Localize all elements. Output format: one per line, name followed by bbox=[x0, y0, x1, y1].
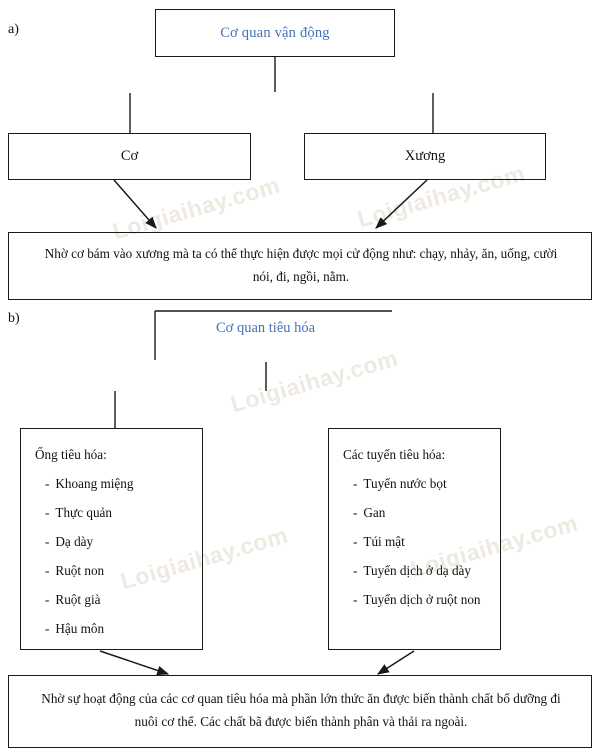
list-item-label: Ruột già bbox=[55, 592, 101, 607]
list-item: -Hậu môn bbox=[35, 621, 202, 637]
list-item: -Túi mật bbox=[343, 534, 500, 550]
list-item-label: Thực quản bbox=[55, 505, 112, 520]
list-item: -Thực quản bbox=[35, 505, 202, 521]
node-co: Cơ bbox=[8, 133, 251, 180]
list-item: -Dạ dày bbox=[35, 534, 202, 550]
bullet-dash: - bbox=[353, 563, 358, 578]
arrow-tuyen-to-summary bbox=[376, 650, 415, 675]
summary-text-b: Nhờ sự hoạt động của các cơ quan tiêu hó… bbox=[41, 691, 561, 729]
bullet-dash: - bbox=[45, 534, 50, 549]
node-xuong: Xương bbox=[304, 133, 546, 180]
list-item-label: Gan bbox=[363, 505, 386, 520]
list-box-cac-tuyen-tieu-hoa: Các tuyến tiêu hóa: -Tuyến nước bọt -Gan… bbox=[328, 428, 501, 650]
list-item-label: Tuyến dịch ở dạ dày bbox=[363, 563, 471, 578]
list-item: -Ruột già bbox=[35, 592, 202, 608]
list-item-label: Ruột non bbox=[55, 563, 105, 578]
list-heading: Ống tiêu hóa: bbox=[35, 447, 107, 462]
summary-box-b: Nhờ sự hoạt động của các cơ quan tiêu hó… bbox=[8, 675, 592, 748]
list-item-label: Tuyến dịch ở ruột non bbox=[363, 592, 481, 607]
list-item-label: Hậu môn bbox=[55, 621, 105, 636]
section-label-a: a) bbox=[8, 22, 19, 37]
list-heading: Các tuyến tiêu hóa: bbox=[343, 447, 446, 462]
summary-text-a: Nhờ cơ bám vào xương mà ta có thể thực h… bbox=[44, 246, 558, 284]
list-item-label: Dạ dày bbox=[55, 534, 94, 549]
bullet-dash: - bbox=[45, 505, 50, 520]
list-item: -Tuyến dịch ở ruột non bbox=[343, 592, 500, 608]
bullet-dash: - bbox=[353, 476, 358, 491]
arrow-ong-to-summary bbox=[99, 650, 170, 676]
bullet-dash: - bbox=[45, 563, 50, 578]
arrow-co-to-summary bbox=[113, 179, 157, 229]
node-xuong-label: Xương bbox=[404, 148, 446, 164]
list-item: -Ruột non bbox=[35, 563, 202, 579]
list-box-ong-tieu-hoa: Ống tiêu hóa: -Khoang miệng -Thực quản -… bbox=[20, 428, 203, 650]
bullet-dash: - bbox=[353, 534, 358, 549]
node-co-label: Cơ bbox=[120, 148, 139, 164]
node-co-quan-tieu-hoa-label: Cơ quan tiêu hóa bbox=[216, 320, 316, 336]
bullet-dash: - bbox=[353, 505, 358, 520]
list-item: -Tuyến dịch ở dạ dày bbox=[343, 563, 500, 579]
node-co-quan-van-dong: Cơ quan vận động bbox=[155, 9, 395, 57]
bullet-dash: - bbox=[45, 476, 50, 491]
bullet-dash: - bbox=[45, 621, 50, 636]
summary-box-a: Nhờ cơ bám vào xương mà ta có thể thực h… bbox=[8, 232, 592, 300]
bullet-dash: - bbox=[45, 592, 50, 607]
bullet-dash: - bbox=[353, 592, 358, 607]
list-item: -Tuyến nước bọt bbox=[343, 476, 500, 492]
list-item-label: Khoang miệng bbox=[55, 476, 134, 491]
list-item-label: Túi mật bbox=[363, 534, 405, 549]
list-item: -Gan bbox=[343, 505, 500, 521]
arrow-xuong-to-summary bbox=[375, 179, 428, 229]
node-co-quan-van-dong-label: Cơ quan vận động bbox=[220, 24, 330, 41]
list-item-label: Tuyến nước bọt bbox=[363, 476, 447, 491]
list-item: -Khoang miệng bbox=[35, 476, 202, 492]
section-label-b: b) bbox=[8, 311, 20, 326]
